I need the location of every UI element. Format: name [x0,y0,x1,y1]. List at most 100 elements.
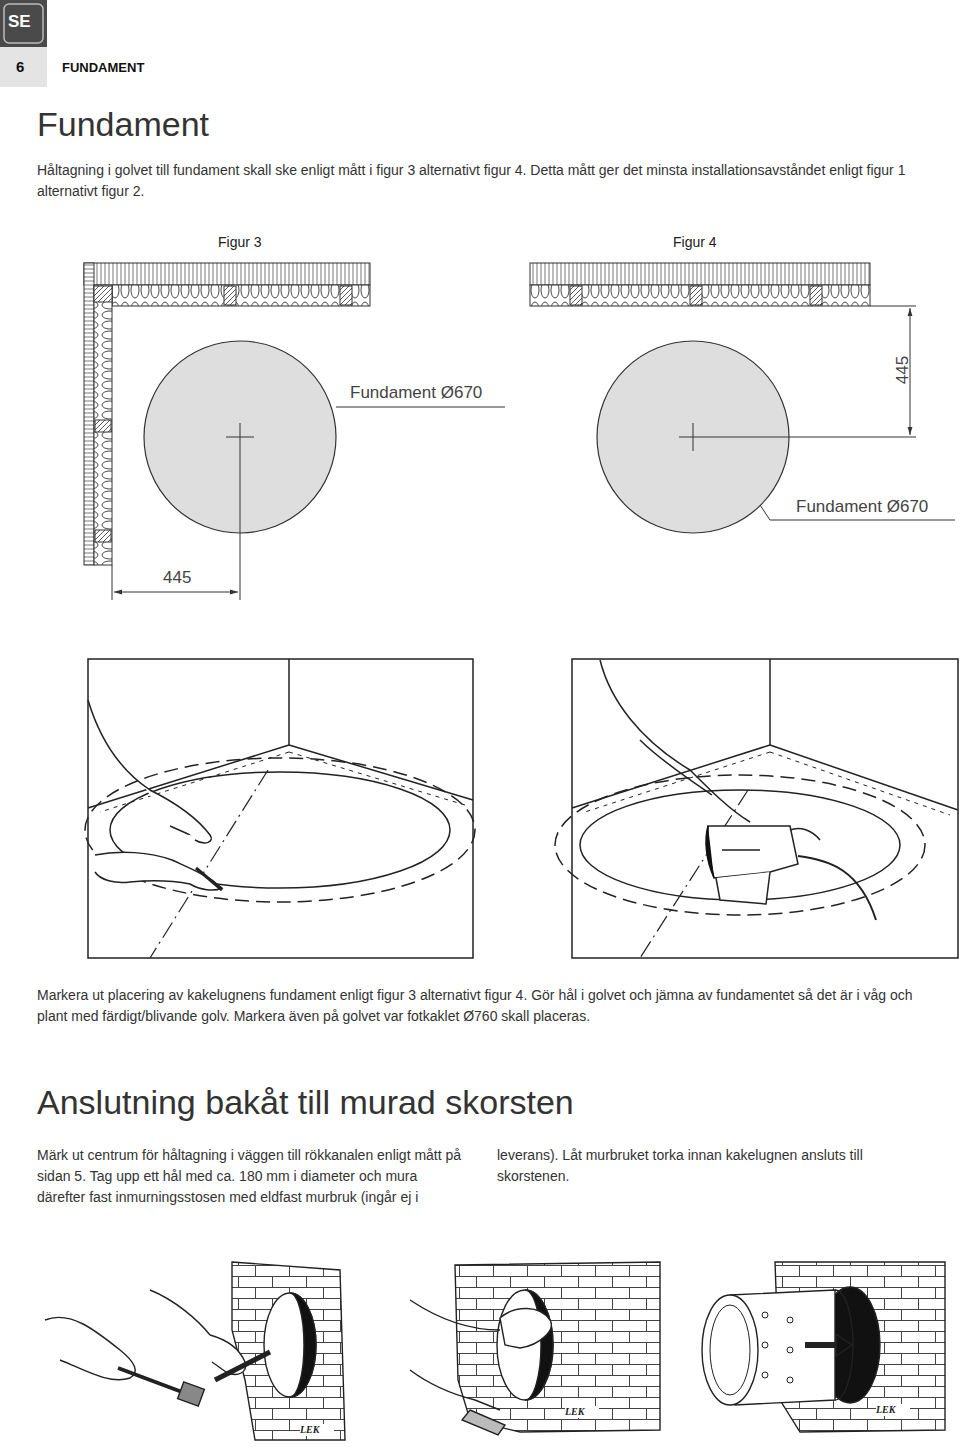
figure-4-plan-part [770,520,955,521]
dimension-label-box: 445 [163,568,213,588]
cutting-illustration-part [585,752,950,815]
chiselling-illustration-part [264,1293,316,1397]
figure-4-plan-part [570,286,582,305]
figure-caption-box: Figur 3 [218,234,298,251]
cutting-illustration-part [798,856,876,920]
figure-3-plan-part [95,420,111,432]
section-heading-box: Anslutning bakåt till murad skorsten [37,1082,937,1123]
brand-mark-box: LEK [300,1424,334,1436]
body-text-box: Markera ut placering av kakelugnens fund… [37,985,942,1027]
cutting-illustration-part [708,826,798,878]
dimension-label-box: Fundament Ø670 [796,497,956,517]
figure-3-plan-part [112,565,113,600]
cutting-illustration-part [716,872,770,904]
brand-mark-box: LEK [876,1404,910,1416]
dimension-label: 445 [163,568,213,588]
sleeve-illustration-part-part [787,1317,793,1323]
figure-3-plan-part [84,263,370,285]
figure-3-plan-part [340,286,352,305]
figure-3-plan-part [224,286,236,305]
figure-3-plan-part [84,263,94,565]
mortaring-illustration-part [500,1308,551,1348]
cutting-illustration-part [600,660,750,822]
page-number: 6 [16,58,40,76]
chiselling-illustration [45,1262,345,1440]
page-tab-part [4,4,43,43]
page-number-box: 6 [16,58,40,76]
marking-illustration-part [196,868,222,890]
chiselling-illustration-part [178,1382,205,1406]
dimension-label: Fundament Ø670 [350,383,510,403]
marking-illustration [85,659,475,958]
marking-illustration-part [150,790,211,843]
figure-3-plan-part [95,530,111,542]
brand-mark: LEK [565,1406,599,1418]
sleeve-illustration-part-part [762,1312,768,1318]
brand-mark: LEK [876,1404,910,1416]
sleeve-illustration-part [702,1295,758,1405]
marking-illustration-part [85,758,475,902]
figure-4-plan-part [810,286,822,305]
sleeve-illustration-part [805,1342,840,1348]
chiselling-illustration-part [118,1368,190,1395]
marking-illustration-part [95,852,222,890]
figure-3-plan-part [336,407,505,408]
figure-3-plan-part [226,423,254,600]
mortaring-illustration [410,1262,660,1435]
mortaring-illustration-part [410,1300,500,1330]
marking-illustration-part [88,659,473,958]
figure-4-plan-part [530,263,870,285]
figure-4-plan-part [679,423,916,451]
figure-3-plan-part [94,285,112,565]
sleeve-illustration-part [710,1305,750,1395]
language-tab-box: SE [8,12,42,32]
figure-3-plan [84,263,505,600]
sleeve-illustration-part [835,1290,853,1400]
chiselling-illustration-part [232,1262,345,1440]
page-tab-part [0,0,47,47]
sleeve-illustration-part-part [762,1342,768,1348]
page-title: Fundament [37,104,637,144]
page-tab [0,0,47,87]
language-tab: SE [8,12,42,32]
cutting-illustration-part [640,740,712,795]
cutting-illustration-part [706,826,714,878]
figure-caption-box: Figur 4 [673,234,753,251]
marking-illustration-part [88,659,473,808]
sleeve-illustration-part [762,1312,793,1383]
mortaring-illustration-part [462,1410,505,1435]
sleeve-illustration-part-part [762,1372,768,1378]
body-text: Håltagning i golvet till fundament skall… [37,160,942,202]
mortaring-illustration-part [497,1290,553,1400]
figure-4-plan-part [760,505,770,520]
cutting-illustration-part [555,775,925,915]
brand-mark-box: LEK [565,1406,599,1418]
figure-caption: Figur 3 [218,234,298,251]
cutting-illustration [555,659,958,958]
section-header: FUNDAMENT [62,60,262,76]
brand-mark: LEK [300,1424,334,1436]
chiselling-illustration-part [150,1290,210,1335]
dimension-label-box: Fundament Ø670 [350,383,510,403]
figure-4-plan-part [690,286,702,305]
figure-3-plan-part [114,592,238,593]
chiselling-illustration-part [290,1293,316,1397]
dimension-label-box: 445 [893,347,913,393]
figure-caption: Figur 4 [673,234,753,251]
dimension-label: Fundament Ø670 [796,497,956,517]
figure-3-plan-part [94,286,112,302]
cutting-illustration-part [572,659,958,810]
body-text-box: Märk ut centrum för håltagning i väggen … [37,1145,927,1208]
mortaring-illustration-part [410,1370,500,1410]
chiselling-illustration-part [215,1352,270,1380]
body-text-box: Håltagning i golvet till fundament skall… [37,160,942,202]
page-title-box: Fundament [37,104,637,144]
sleeve-illustration-part-part [787,1377,793,1383]
figure-3-plan-part [112,285,370,306]
figure-4-plan-part [530,285,870,306]
cutting-illustration-part [572,659,958,958]
body-text: Märk ut centrum för håltagning i väggen … [37,1145,927,1208]
figure-4-plan [530,263,955,533]
